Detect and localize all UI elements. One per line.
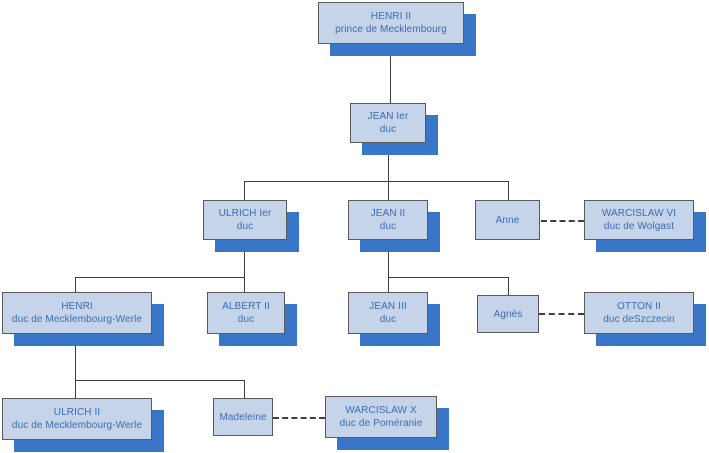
- node-henri[interactable]: HENRI duc de Mecklembourg-Werle: [2, 292, 152, 334]
- node-anne[interactable]: Anne: [475, 200, 540, 240]
- node-warcislaw10-line2: duc de Poméranie: [339, 418, 423, 429]
- node-otton2[interactable]: OTTON II duc deSzczecin: [584, 292, 694, 334]
- node-jean1er-line1: JEAN Ier: [367, 111, 409, 122]
- node-ulrich1er[interactable]: ULRICH Ier duc: [203, 200, 287, 240]
- node-henri2-line2: prince de Mecklembourg: [335, 24, 447, 35]
- node-agnes[interactable]: Agnès: [477, 295, 539, 333]
- node-henri2[interactable]: HENRI II prince de Mecklembourg: [318, 2, 464, 44]
- edge-jean2-stem: [388, 240, 389, 292]
- node-ulrich2-line2: duc de Mecklembourg-Werle: [11, 420, 143, 431]
- node-madeleine-line1: Madeleine: [219, 411, 267, 423]
- marriage-link-madeleine-warcislaw10: [273, 417, 325, 419]
- node-madeleine[interactable]: Madeleine: [213, 398, 273, 436]
- node-jean3-line1: JEAN III: [369, 301, 407, 312]
- node-jean3[interactable]: JEAN III duc: [348, 292, 428, 334]
- edge-henri-to-madeleine: [244, 380, 245, 398]
- node-ulrich2-line1: ULRICH II: [53, 407, 101, 418]
- node-warcislaw6-line1: WARCISLAW VI: [601, 208, 677, 219]
- node-albert2-line1: ALBERT II: [222, 301, 270, 312]
- node-henri-line1: HENRI: [61, 301, 93, 312]
- node-warcislaw10-line1: WARCISLAW X: [345, 405, 417, 416]
- node-agnes-line1: Agnès: [493, 308, 523, 320]
- edge-ulrich1er-to-henri: [75, 277, 76, 292]
- node-jean3-line2: duc: [379, 314, 397, 325]
- node-jean2-line1: JEAN II: [370, 208, 406, 219]
- node-warcislaw10[interactable]: WARCISLAW X duc de Poméranie: [325, 396, 437, 438]
- node-henri2-line1: HENRI II: [370, 11, 412, 22]
- node-ulrich2[interactable]: ULRICH II duc de Mecklembourg-Werle: [2, 398, 152, 440]
- edge-jean1er-to-ulrich1er: [244, 181, 245, 200]
- node-warcislaw6-line2: duc de Wolgast: [603, 221, 675, 232]
- edge-ulrich1er-stem: [244, 240, 245, 292]
- node-warcislaw6[interactable]: WARCISLAW VI duc de Wolgast: [584, 200, 694, 240]
- edge-henri-stem: [75, 334, 76, 398]
- marriage-link-agnes-otton2: [539, 313, 584, 315]
- marriage-link-anne-warcislaw6: [541, 220, 584, 222]
- node-henri-line2: duc de Mecklembourg-Werle: [11, 314, 143, 325]
- node-ulrich1er-line2: duc: [236, 221, 254, 232]
- node-anne-line1: Anne: [495, 214, 520, 226]
- node-jean1er[interactable]: JEAN Ier duc: [350, 103, 426, 143]
- edge-ulrich1er-bus: [75, 277, 245, 278]
- node-albert2[interactable]: ALBERT II duc: [207, 292, 285, 334]
- edge-henri2-jean1er: [390, 44, 391, 103]
- node-jean2[interactable]: JEAN II duc: [348, 200, 428, 240]
- edge-jean1er-to-anne: [508, 181, 509, 200]
- edge-jean2-bus: [388, 277, 509, 278]
- node-otton2-line1: OTTON II: [617, 301, 661, 312]
- node-otton2-line2: duc deSzczecin: [603, 314, 675, 325]
- edge-henri-bus: [75, 380, 245, 381]
- node-jean1er-line2: duc: [379, 124, 397, 135]
- edge-jean1er-stem: [388, 143, 389, 200]
- edge-jean2-to-agnes: [508, 277, 509, 295]
- node-jean2-line2: duc: [379, 221, 397, 232]
- node-albert2-line2: duc: [237, 314, 255, 325]
- node-ulrich1er-line1: ULRICH Ier: [218, 208, 272, 219]
- edge-jean1er-bus: [244, 181, 509, 182]
